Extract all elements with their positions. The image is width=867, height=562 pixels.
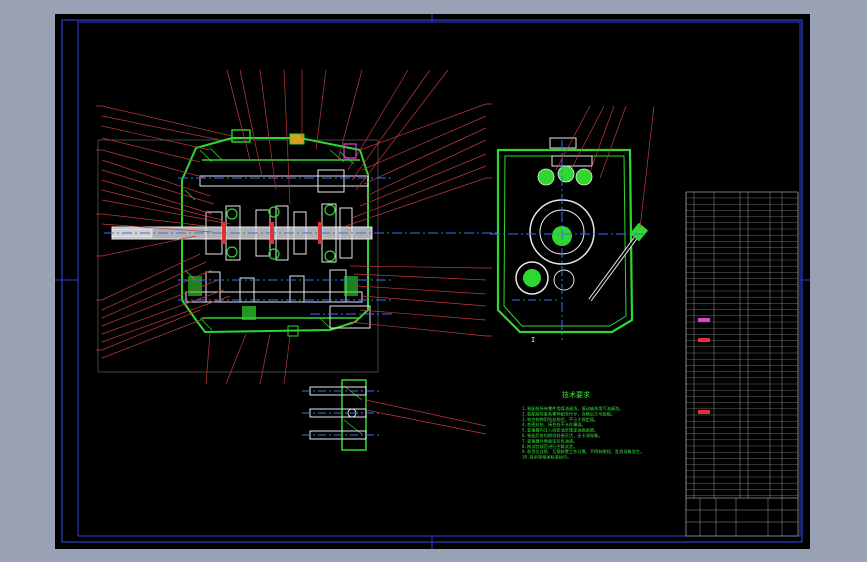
note-line: 6.装配后各挡换挡轻便灵活，无卡滞现象。 [522, 432, 602, 439]
note-line: 5.变速器内注入齿轮油至规定油面高度。 [522, 427, 598, 434]
parts-list-table [685, 191, 799, 537]
note-line: 8.按试验规范进行空载试验。 [522, 443, 577, 450]
leader-lines-top [226, 69, 449, 205]
border-ticks [55, 14, 810, 549]
highlighted-cell [698, 410, 710, 414]
note-line: 2.装配前检查各零件配合尺寸，合格后方可装配。 [522, 410, 615, 417]
gearbox-section-view [97, 129, 500, 373]
note-line: 3.啮合侧隙用铅丝检验，不小于规定值。 [522, 416, 598, 423]
section-marker: I [531, 336, 535, 344]
gearbox-end-view: I [490, 105, 655, 344]
note-line: 1.装配前所有零件用煤油清洗，滚动轴承用汽油清洗。 [522, 405, 623, 412]
note-line: 7.变速器外表面涂灰色油漆。 [522, 437, 577, 444]
inner-border [77, 21, 801, 537]
shift-rail-detail [302, 379, 487, 451]
highlighted-cell [698, 338, 710, 342]
highlighted-cell [698, 318, 710, 322]
item-number-stubs [96, 103, 492, 351]
note-line: 9.各挡位自锁、互锁装置工作可靠，不得有跳挡、乱挡现象发生。 [522, 448, 644, 455]
drawing-sheet [55, 14, 810, 549]
technical-requirements: 技术要求 1.装配前所有零件用煤油清洗，滚动轴承用汽油清洗。2.装配前检查各零件… [522, 390, 644, 461]
note-line: 10.其余按相关标准执行。 [522, 454, 571, 461]
leader-lines-left [101, 105, 233, 359]
leader-lines-bottom [205, 333, 291, 385]
leader-lines-right [345, 103, 487, 337]
notes-title: 技术要求 [562, 390, 590, 399]
note-line: 4.各密封处、接合处不允许漏油。 [522, 421, 586, 428]
